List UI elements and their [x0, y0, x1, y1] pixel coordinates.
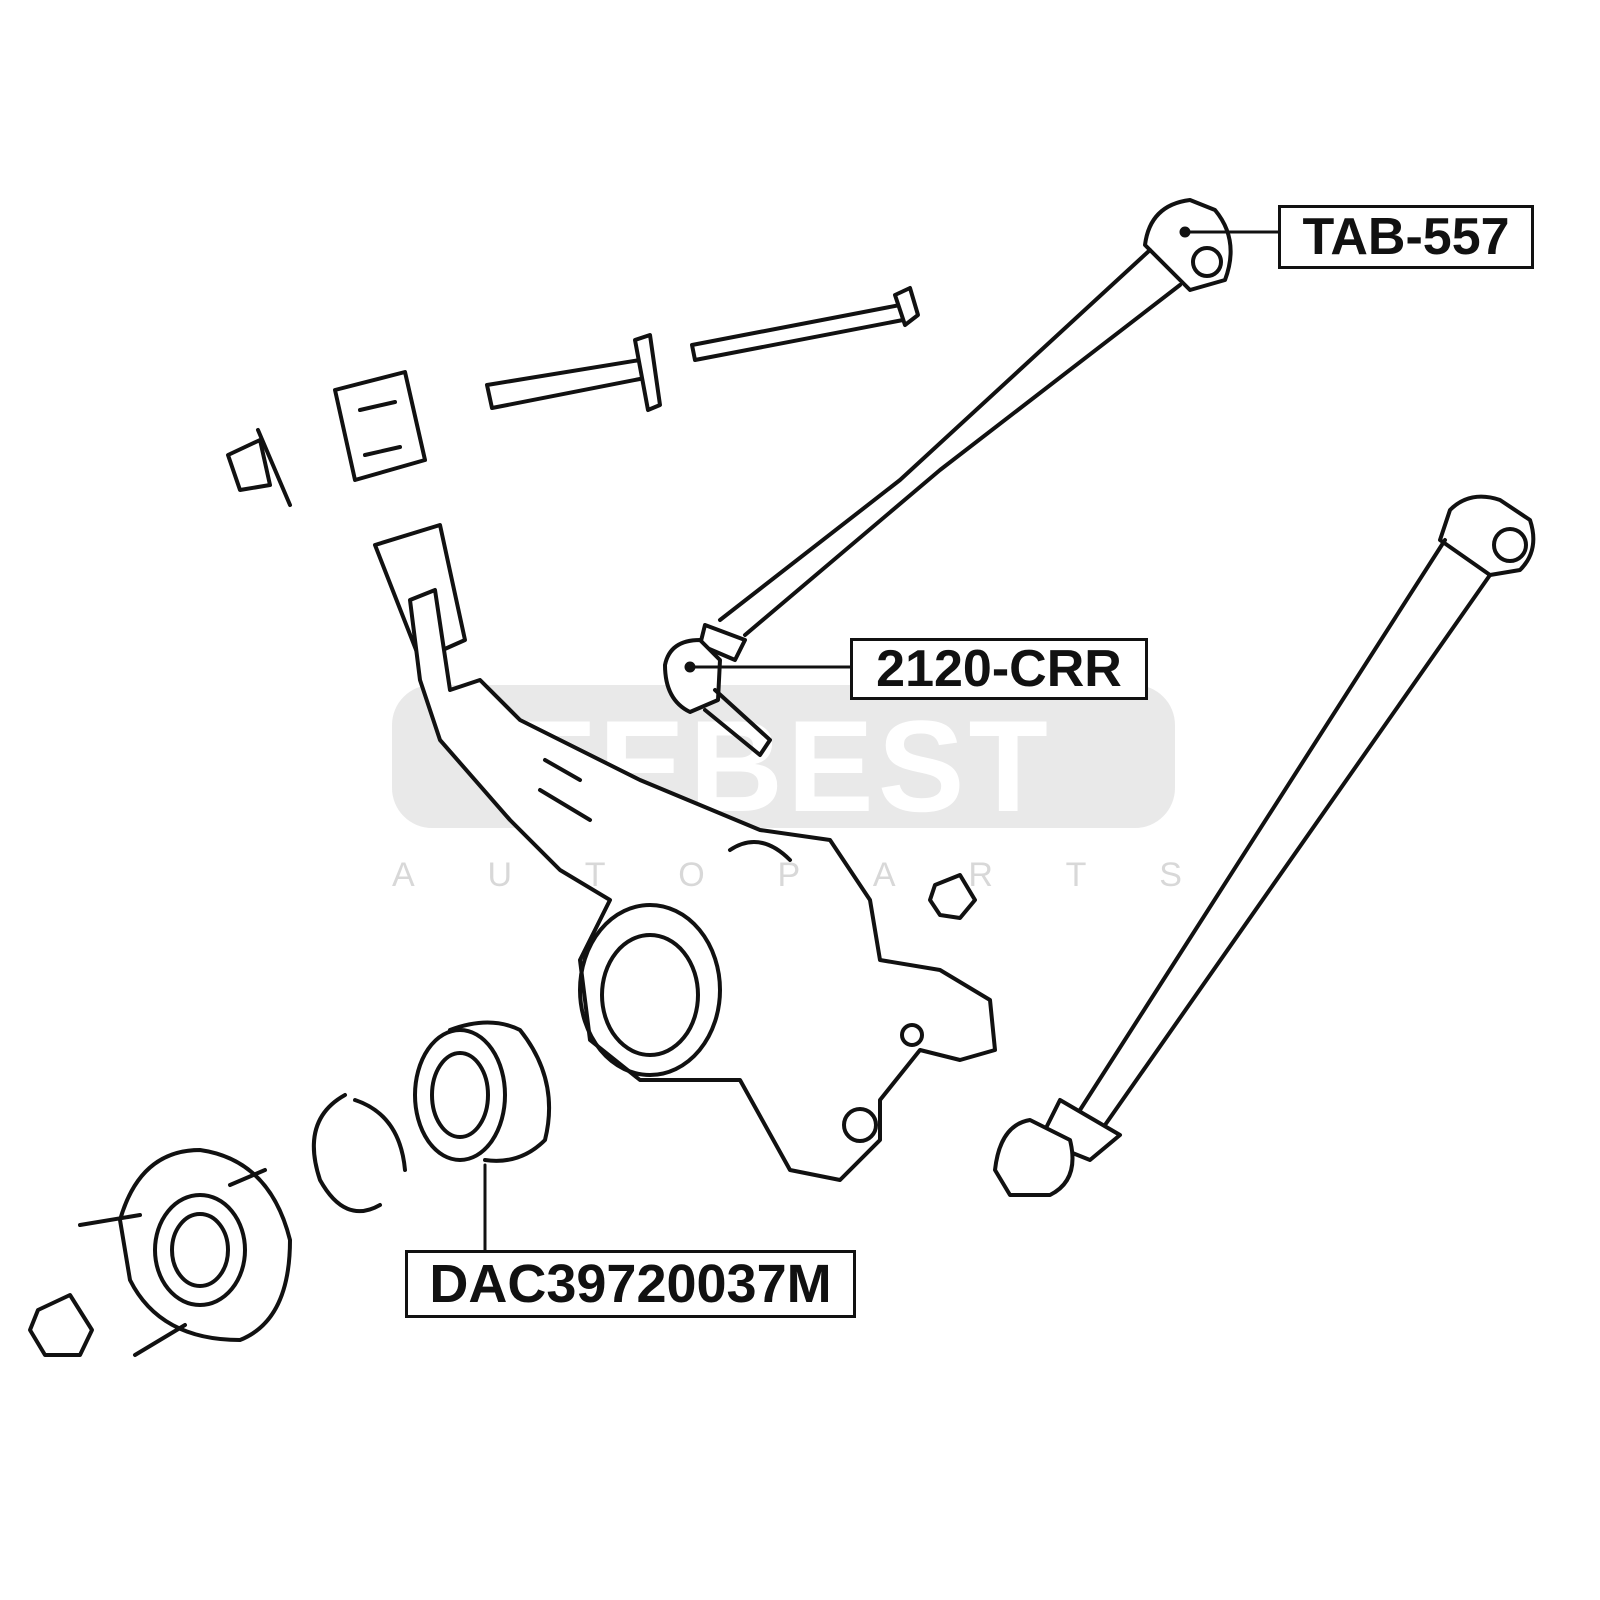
part-label-dac39720037m[interactable]: DAC39720037M: [405, 1250, 856, 1318]
wm-letter: T: [584, 856, 606, 894]
wm-letter: T: [1065, 856, 1087, 894]
wm-letter: U: [487, 856, 512, 894]
part-label-2120-crr[interactable]: 2120-CRR: [850, 638, 1148, 700]
snap-ring: [311, 1093, 407, 1214]
wm-letter: R: [968, 856, 993, 894]
hub-nut: [28, 1293, 94, 1357]
wheel-hub: [28, 1148, 292, 1357]
wm-letter: O: [678, 856, 705, 894]
nut: [928, 873, 977, 920]
bearing: [413, 1020, 552, 1163]
upper-control-arm: [663, 198, 1233, 757]
knuckle: [373, 523, 997, 1182]
lower-control-arm: [993, 494, 1536, 1197]
wm-letter: A: [872, 856, 896, 894]
wm-letter: A: [392, 856, 415, 894]
part-label-tab-557[interactable]: TAB-557: [1278, 205, 1534, 269]
wm-letter: S: [1159, 856, 1182, 894]
bushing: [226, 370, 427, 507]
wm-letter: P: [777, 856, 801, 894]
bolts: [485, 286, 920, 412]
leader-lines: [483, 226, 1280, 1252]
